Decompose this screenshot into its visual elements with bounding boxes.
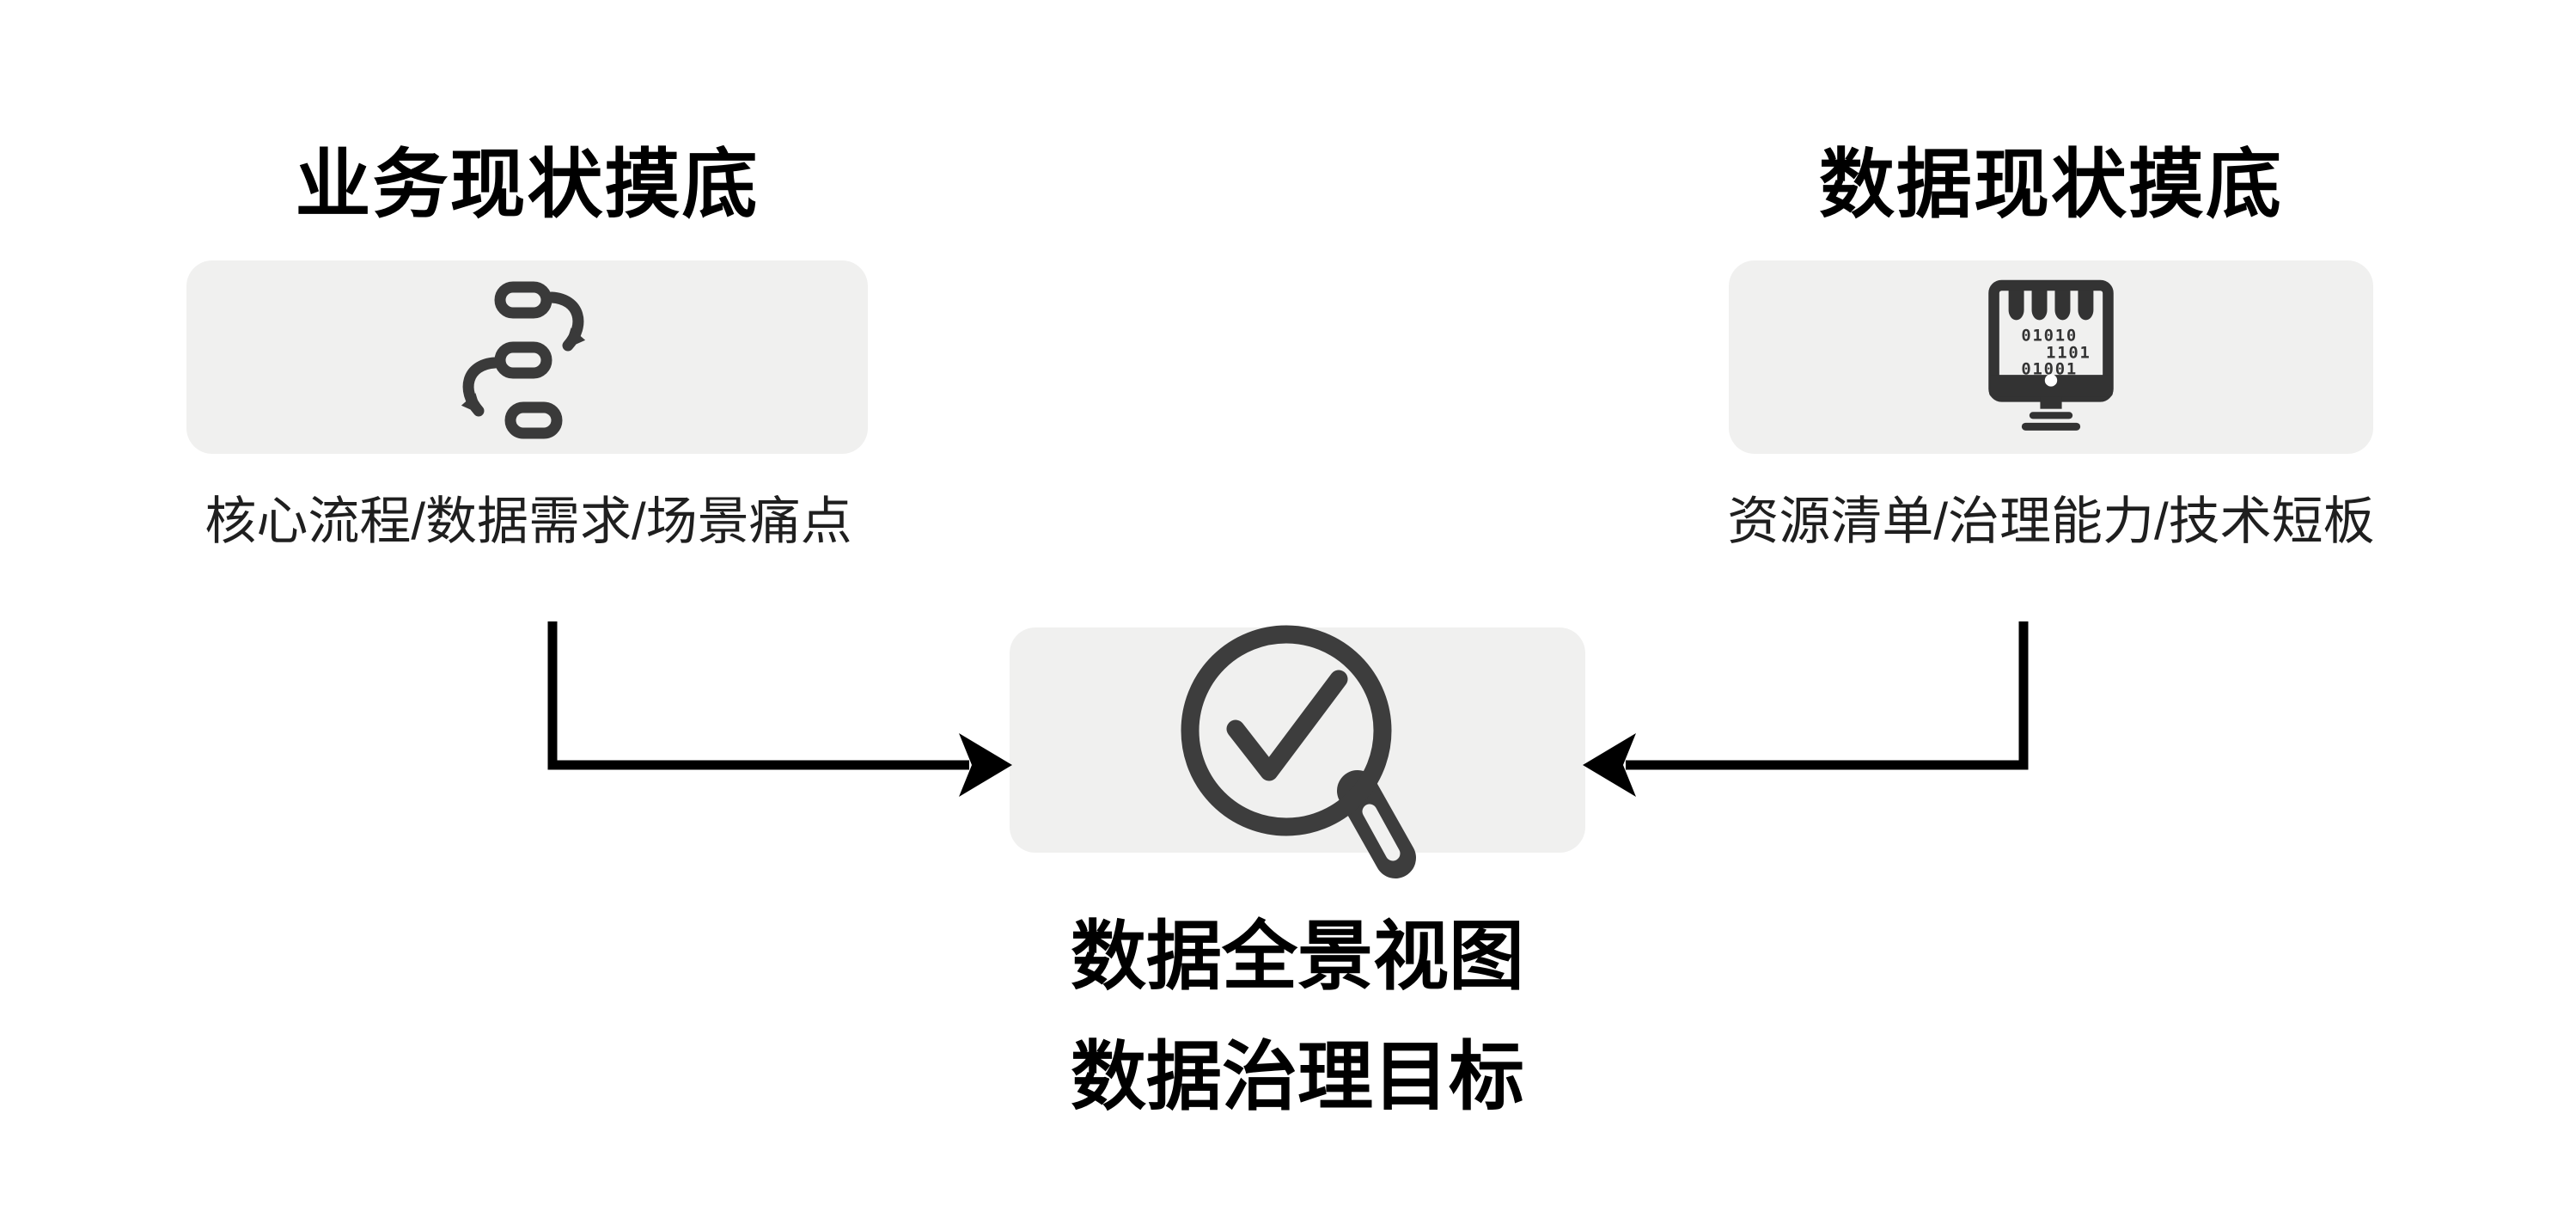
arrowhead-left-icon bbox=[1583, 733, 1636, 797]
left-column-title: 业务现状摸底 bbox=[295, 142, 760, 227]
binary-row-1: 01010 bbox=[2021, 327, 2078, 346]
right-column-title: 数据现状摸底 bbox=[1818, 142, 2283, 227]
arrowhead-right-icon bbox=[959, 733, 1012, 797]
left-column-caption: 核心流程/数据需求/场景痛点 bbox=[204, 493, 852, 550]
binary-row-3: 01001 bbox=[2021, 360, 2078, 378]
workflow-icon bbox=[461, 281, 585, 438]
right-to-center-arrow bbox=[1583, 621, 2029, 797]
center-panel bbox=[1010, 627, 1585, 853]
left-panel bbox=[186, 260, 868, 454]
right-column-caption: 资源清单/治理能力/技术短板 bbox=[1727, 493, 2375, 550]
binary-row-2: 1101 bbox=[2046, 344, 2091, 362]
left-to-center-arrow bbox=[547, 621, 1012, 797]
binary-monitor-icon: 01010 1101 01001 bbox=[1988, 279, 2114, 431]
right-panel: 01010 1101 01001 bbox=[1729, 260, 2373, 454]
result-line-1: 数据全景视图 bbox=[1070, 914, 1524, 999]
result-line-2: 数据治理目标 bbox=[1070, 1034, 1524, 1119]
